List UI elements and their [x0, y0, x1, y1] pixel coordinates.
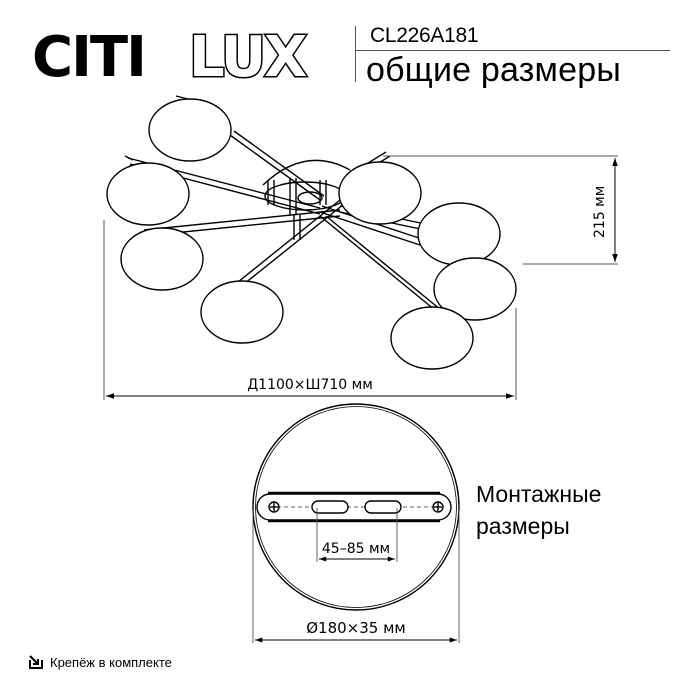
shade-2	[106, 162, 190, 226]
footer-note: Крепёж в комплекте	[28, 654, 172, 670]
page-subtitle: общие размеры	[366, 51, 621, 89]
screw-hole-left	[268, 501, 280, 513]
mounting-label-line2: размеры	[476, 513, 570, 539]
shade-3	[120, 227, 204, 291]
shade-6	[417, 202, 501, 266]
mount-spacing-label: 45–85 мм	[322, 541, 390, 557]
shade-8	[390, 306, 474, 370]
arrow-into-box-icon	[29, 655, 43, 669]
base-dimension	[252, 510, 460, 643]
slot-left	[311, 500, 349, 514]
mount-spacing-dimension	[316, 508, 398, 562]
overall-dimension	[103, 220, 517, 400]
shade-7	[433, 257, 517, 321]
shade-4	[200, 280, 284, 344]
lamp-shades	[106, 98, 517, 370]
logo-solid-part: CITI	[32, 25, 145, 90]
footer-text: Крепёж в комплекте	[50, 654, 172, 670]
citilux-logo: CITI LUX	[32, 24, 311, 91]
shade-5	[338, 161, 422, 225]
height-dimension-label: 215 мм	[592, 186, 608, 238]
mounting-label-line1: Монтажные	[476, 481, 602, 507]
height-dimension	[383, 155, 618, 265]
mounting-base	[252, 403, 460, 611]
slot-right	[364, 500, 402, 514]
overall-dimension-label: Д1100×Ш710 мм	[247, 377, 373, 393]
model-number: CL226A181	[370, 24, 479, 47]
screw-hole-right	[432, 501, 444, 513]
logo-outline-part: LUX	[189, 25, 307, 90]
header-divider-horizontal	[356, 50, 670, 51]
chandelier-side-view	[106, 95, 517, 370]
header-divider-vertical	[355, 26, 356, 82]
shade-1	[148, 98, 232, 162]
mounting-dimensions-label: Монтажные размеры	[476, 478, 601, 542]
base-dimension-label: Ø180×35 мм	[306, 619, 406, 637]
